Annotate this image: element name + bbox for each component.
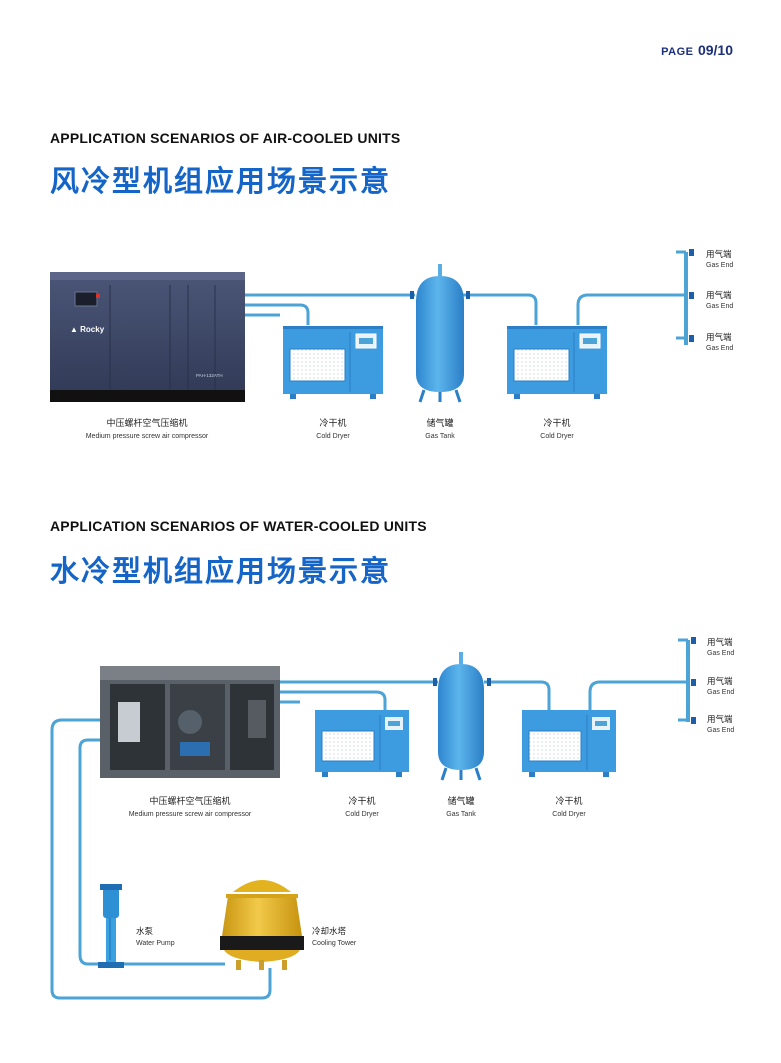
page-number: PAGE 09/10	[661, 42, 733, 60]
water-section-title-en: APPLICATION SCENARIOS OF WATER-COOLED UN…	[50, 518, 427, 534]
air-gas-end-3-label: 用气端 Gas End	[706, 333, 734, 352]
air-tank-label: 储气罐 Gas Tank	[425, 419, 455, 440]
water-compressor-label: 中压螺杆空气压缩机 Medium pressure screw air comp…	[128, 797, 252, 818]
water-gas-end-3-label: 用气端 Gas End	[707, 715, 735, 734]
water-gas-tank-image	[438, 652, 484, 781]
air-gas-end-1-label: 用气端 Gas End	[706, 250, 734, 269]
water-pipes	[50, 638, 690, 1000]
page-number-value: 09/10	[697, 42, 733, 58]
air-compressor-label: 中压螺杆空气压缩机 Medium pressure screw air comp…	[85, 419, 209, 440]
page-label: PAGE	[661, 46, 694, 58]
cooling-tower-image	[220, 880, 304, 970]
water-dryer-2-image	[522, 710, 616, 777]
air-pipes	[245, 250, 688, 345]
compressor-brand-logo: ▲ Rocky	[70, 325, 105, 334]
water-pump-label: 水泵 Water Pump	[136, 927, 175, 947]
air-dryer-2-label: 冷干机 Cold Dryer	[540, 419, 574, 440]
water-gas-end-2-label: 用气端 Gas End	[707, 677, 735, 696]
water-section-title-cn: 水冷型机组应用场景示意	[50, 554, 392, 588]
water-tank-label: 储气罐 Gas Tank	[446, 797, 476, 818]
air-gas-end-2-label: 用气端 Gas End	[706, 291, 734, 310]
water-dryer-2-label: 冷干机 Cold Dryer	[552, 797, 586, 818]
air-section-title-en: APPLICATION SCENARIOS OF AIR-COOLED UNIT…	[50, 130, 401, 146]
water-compressor-image	[100, 666, 280, 778]
air-section-title-cn: 风冷型机组应用场景示意	[50, 164, 392, 198]
water-pump-image	[98, 884, 124, 968]
water-dryer-1-label: 冷干机 Cold Dryer	[345, 797, 379, 818]
water-dryer-1-image	[315, 710, 409, 777]
air-dryer-1-image	[283, 326, 383, 399]
water-gas-end-1-label: 用气端 Gas End	[707, 638, 735, 657]
air-dryer-1-label: 冷干机 Cold Dryer	[316, 419, 350, 440]
compressor-model-plate: PAH-132ATH	[196, 373, 223, 378]
cooling-tower-label: 冷却水塔 Cooling Tower	[312, 927, 357, 947]
air-gas-tank-image	[416, 264, 464, 403]
air-dryer-2-image	[507, 326, 607, 399]
air-compressor-image	[50, 272, 245, 402]
